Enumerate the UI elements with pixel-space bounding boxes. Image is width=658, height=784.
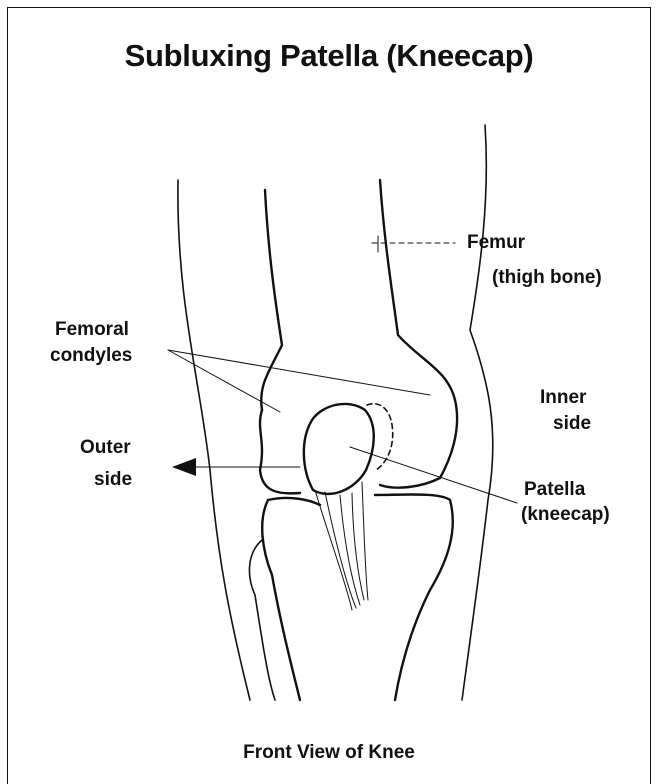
label-inner-1: Inner (540, 386, 586, 410)
leader-femoral-right (168, 350, 430, 395)
tibia-right-edge (395, 500, 453, 700)
leg-outline-right (462, 125, 493, 700)
label-outer-2: side (94, 468, 132, 492)
diagram-caption: Front View of Knee (0, 742, 658, 764)
leg-outline-left (178, 180, 250, 700)
label-femur-sub: (thigh bone) (492, 266, 602, 290)
patellar-tendon (315, 482, 368, 610)
label-femoral-2: condyles (50, 344, 132, 368)
label-femur: Femur (467, 231, 525, 255)
label-inner-2: side (553, 412, 591, 436)
outer-side-arrowhead (172, 458, 196, 476)
fibula-head (249, 540, 275, 700)
label-femoral-1: Femoral (55, 318, 129, 342)
femoral-condyle-left (260, 410, 300, 493)
label-patella-1: Patella (524, 478, 585, 502)
femur-shaft-right (380, 180, 455, 400)
label-outer-1: Outer (80, 436, 131, 460)
femur-shaft-left (261, 190, 282, 410)
label-patella-2: (kneecap) (521, 503, 610, 527)
patella-outline (304, 404, 374, 494)
tibia-plateau (268, 494, 450, 505)
